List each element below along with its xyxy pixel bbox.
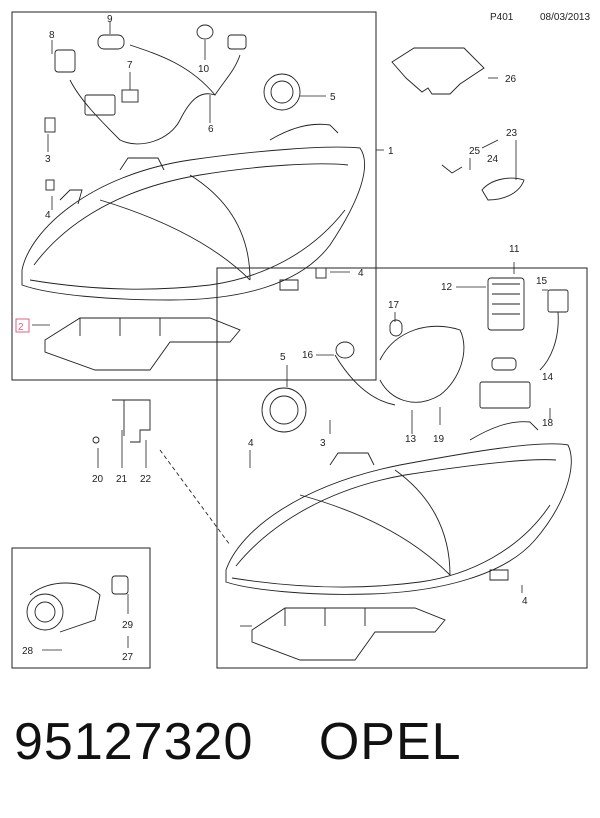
callout-17: 17 — [388, 300, 400, 311]
date: 08/03/2013 — [540, 12, 591, 23]
page-code: P401 — [490, 12, 514, 23]
brand: OPEL — [318, 713, 462, 771]
callout-22: 22 — [140, 474, 152, 485]
callout-8: 8 — [49, 30, 55, 41]
callout-4-b: 4 — [358, 268, 364, 279]
callout-29: 29 — [122, 620, 134, 631]
callout-9: 9 — [107, 14, 113, 25]
callout-28: 28 — [22, 646, 34, 657]
lower-bracket-lower — [251, 607, 446, 661]
callout-4-d: 4 — [522, 596, 528, 607]
outside-parts — [391, 47, 525, 201]
callout-2: 2 — [18, 322, 24, 333]
mount-bracket — [92, 399, 231, 546]
callout-1: 1 — [388, 146, 394, 157]
headlamp-assembly-upper — [21, 123, 366, 301]
callout-7: 7 — [127, 60, 133, 71]
callout-25: 25 — [469, 146, 481, 157]
callout-14: 14 — [542, 372, 554, 383]
footer: 95127320 OPEL — [14, 712, 594, 802]
callout-4-a: 4 — [45, 210, 51, 221]
callout-21: 21 — [116, 474, 128, 485]
wiring-harness-lower — [261, 277, 569, 433]
wiring-harness-upper — [44, 24, 327, 279]
lower-left-panel — [11, 547, 151, 669]
upper-left-panel — [11, 11, 377, 381]
callout-3-upper: 3 — [45, 154, 51, 165]
lower-bracket-upper — [44, 317, 241, 371]
callout-20: 20 — [92, 474, 104, 485]
callout-12: 12 — [441, 282, 453, 293]
callout-13: 13 — [405, 434, 417, 445]
callout-26: 26 — [505, 74, 517, 85]
callout-11: 11 — [509, 244, 520, 255]
callout-6: 6 — [208, 124, 214, 135]
leader-lines — [32, 22, 551, 651]
callout-24: 24 — [487, 154, 499, 165]
callout-15: 15 — [536, 276, 548, 287]
callout-5-upper: 5 — [330, 92, 336, 103]
callout-10: 10 — [198, 64, 210, 75]
callout-19: 19 — [433, 434, 445, 445]
callout-27: 27 — [122, 652, 134, 663]
callout-5-lower: 5 — [280, 352, 286, 363]
callout-18: 18 — [542, 418, 554, 429]
callout-23: 23 — [506, 128, 518, 139]
callout-2-highlight — [15, 318, 30, 333]
callout-3-lower: 3 — [320, 438, 326, 449]
callout-16: 16 — [302, 350, 314, 361]
right-panel — [216, 267, 588, 669]
callout-numbers: 1 2 3 3 4 4 4 4 5 5 6 7 8 9 10 11 12 13 … — [18, 14, 554, 663]
part-number: 95127320 — [14, 713, 254, 771]
callout-4-c: 4 — [248, 438, 254, 449]
headlamp-assembly-lower — [225, 421, 572, 595]
fog-lamp — [26, 575, 129, 633]
